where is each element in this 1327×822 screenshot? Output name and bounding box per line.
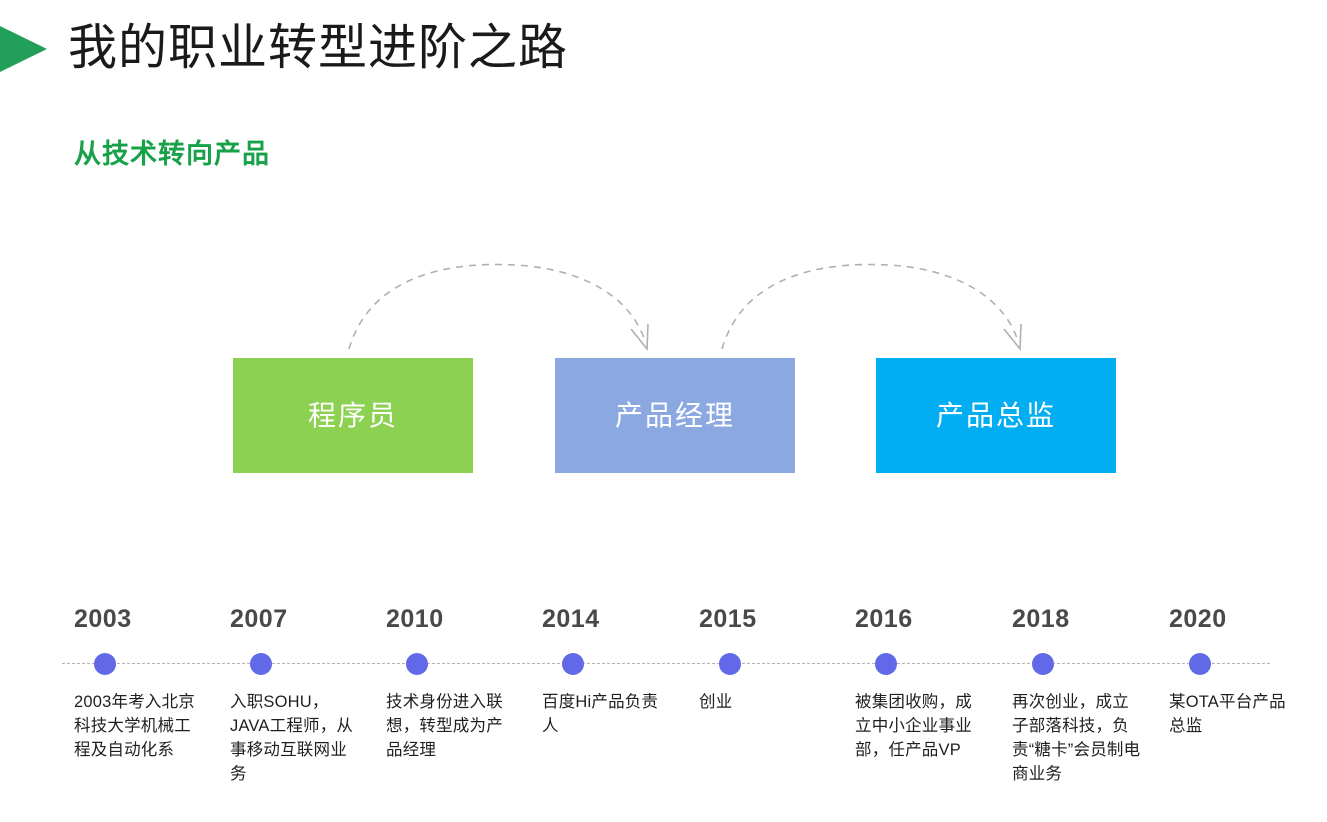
timeline-dot-icon[interactable] [94,653,116,675]
stage-label: 产品经理 [614,399,735,431]
timeline-description: 创业 [699,693,733,711]
stage-box-product-manager[interactable]: 产品经理 [555,358,795,473]
timeline-year: 2016 [855,605,913,633]
timeline-description: 被集团收购，成立中小企业事业部，任产品VP [855,693,972,759]
timeline-year: 2014 [542,605,600,633]
timeline-year: 2007 [230,605,288,633]
page-title: 我的职业转型进阶之路 [68,21,569,75]
timeline-description: 某OTA平台产品总监 [1169,693,1286,735]
timeline-description: 技术身份进入联想，转型成为产品经理 [386,693,503,759]
timeline-dot-icon[interactable] [1189,653,1211,675]
timeline-dot-icon[interactable] [875,653,897,675]
timeline-year: 2015 [699,605,757,633]
stage-label: 产品总监 [935,399,1056,431]
timeline-description: 再次创业，成立子部落科技，负责“糖卡”会员制电商业务 [1012,693,1141,783]
page-subtitle: 从技术转向产品 [74,139,270,169]
timeline-description: 2003年考入北京科技大学机械工程及自动化系 [74,693,196,759]
timeline-year: 2018 [1012,605,1070,633]
timeline-axis-line [62,663,1270,664]
timeline-dot-icon[interactable] [250,653,272,675]
stage-label: 程序员 [307,399,398,431]
timeline-dot-icon[interactable] [406,653,428,675]
timeline-dot-icon[interactable] [719,653,741,675]
timeline-year: 2020 [1169,605,1227,633]
stage-box-product-director[interactable]: 产品总监 [876,358,1116,473]
timeline-dot-icon[interactable] [1032,653,1054,675]
green-triangle-bullet-icon [0,24,47,74]
timeline-dot-icon[interactable] [562,653,584,675]
timeline-year: 2003 [74,605,132,633]
timeline-description: 入职SOHU，JAVA工程师，从事移动互联网业务 [230,693,354,783]
timeline-year: 2010 [386,605,444,633]
timeline-description: 百度Hi产品负责人 [542,693,659,735]
stage-box-programmer[interactable]: 程序员 [233,358,473,473]
